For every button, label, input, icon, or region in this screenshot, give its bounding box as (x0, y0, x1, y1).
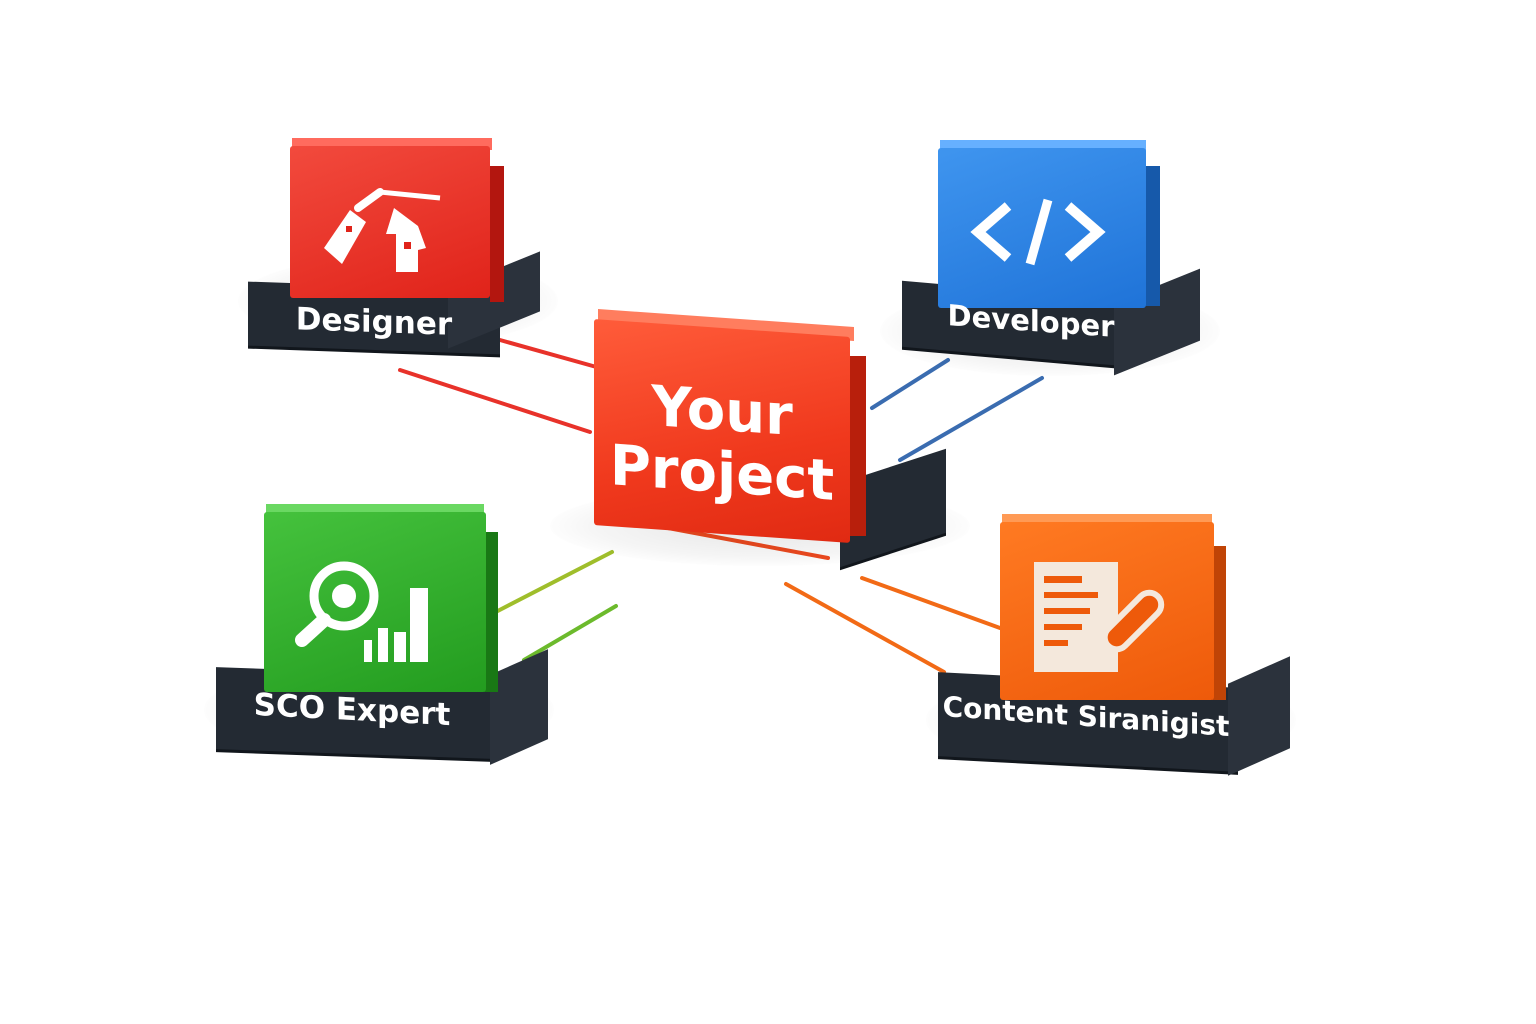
node-designer: Designer (238, 136, 558, 376)
document-pen-icon (1034, 562, 1165, 672)
node-your-project: Your Project (550, 309, 970, 576)
developer-card (938, 148, 1146, 308)
connector-seo-1 (486, 550, 614, 618)
content-card (1000, 522, 1214, 700)
connector-designer-2 (398, 368, 592, 434)
node-developer: Developer (880, 136, 1220, 386)
project-card: Your Project (594, 319, 850, 543)
project-label-line2: Project (609, 433, 835, 514)
connector-developer-2 (898, 376, 1044, 462)
connector-seo-2 (522, 604, 618, 662)
node-seo-expert: SCO Expert (204, 502, 554, 772)
seo-chart-icon (295, 561, 428, 662)
node-content-strategist: Content Siranigist (926, 510, 1296, 780)
connector-developer-1 (870, 358, 950, 410)
code-icon (970, 198, 1106, 266)
designer-card (290, 146, 490, 298)
designer-icon (324, 188, 441, 272)
seo-card (264, 512, 486, 692)
connector-content-2 (784, 582, 946, 674)
connector-designer-1 (498, 338, 602, 370)
connector-content-1 (860, 576, 1002, 630)
